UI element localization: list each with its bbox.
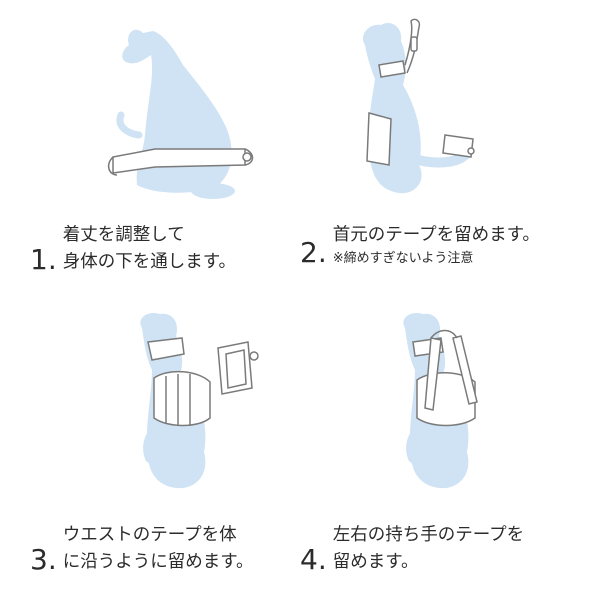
- step-number: 4.: [300, 543, 327, 576]
- step-2-illustration: [345, 15, 535, 205]
- step-number: 2.: [300, 236, 327, 269]
- step-4-illustration: [395, 308, 585, 498]
- step-line: 身体の下を通します。: [62, 252, 236, 272]
- step-description: ウエストのテープを体 に沿うように留めます。: [63, 522, 254, 576]
- step-line: に沿うように留めます。: [62, 552, 254, 572]
- harness-neck: [378, 18, 421, 78]
- step-number: 1.: [30, 243, 57, 276]
- dog-silhouette: [116, 29, 235, 199]
- step-description: 左右の持ち手のテープを 留めます。: [333, 522, 524, 576]
- step-3-illustration: [118, 308, 308, 498]
- step-description: 首元のテープを留めます。 ※締めすぎないよう注意: [333, 222, 540, 269]
- step-line: 着丈を調整して: [62, 225, 185, 245]
- step-line: 首元のテープを留めます。: [332, 225, 540, 245]
- step-1-illustration: [95, 15, 285, 205]
- harness-under-body: [107, 148, 254, 176]
- step-2: 2. 首元のテープを留めます。 ※締めすぎないよう注意: [300, 222, 540, 269]
- step-description: 着丈を調整して 身体の下を通します。: [63, 222, 236, 276]
- step-line: ウエストのテープを体: [62, 525, 237, 545]
- step-line: 留めます。: [332, 552, 419, 572]
- step-4: 4. 左右の持ち手のテープを 留めます。: [300, 522, 524, 576]
- step-note: ※締めすぎないよう注意: [332, 251, 474, 266]
- step-number: 3.: [30, 543, 57, 576]
- harness-body: [147, 337, 259, 427]
- step-line: 左右の持ち手のテープを: [332, 525, 525, 545]
- step-1: 1. 着丈を調整して 身体の下を通します。: [30, 222, 236, 276]
- harness-handles: [412, 329, 478, 427]
- harness-body-panel: [366, 112, 475, 166]
- step-3: 3. ウエストのテープを体 に沿うように留めます。: [30, 522, 253, 576]
